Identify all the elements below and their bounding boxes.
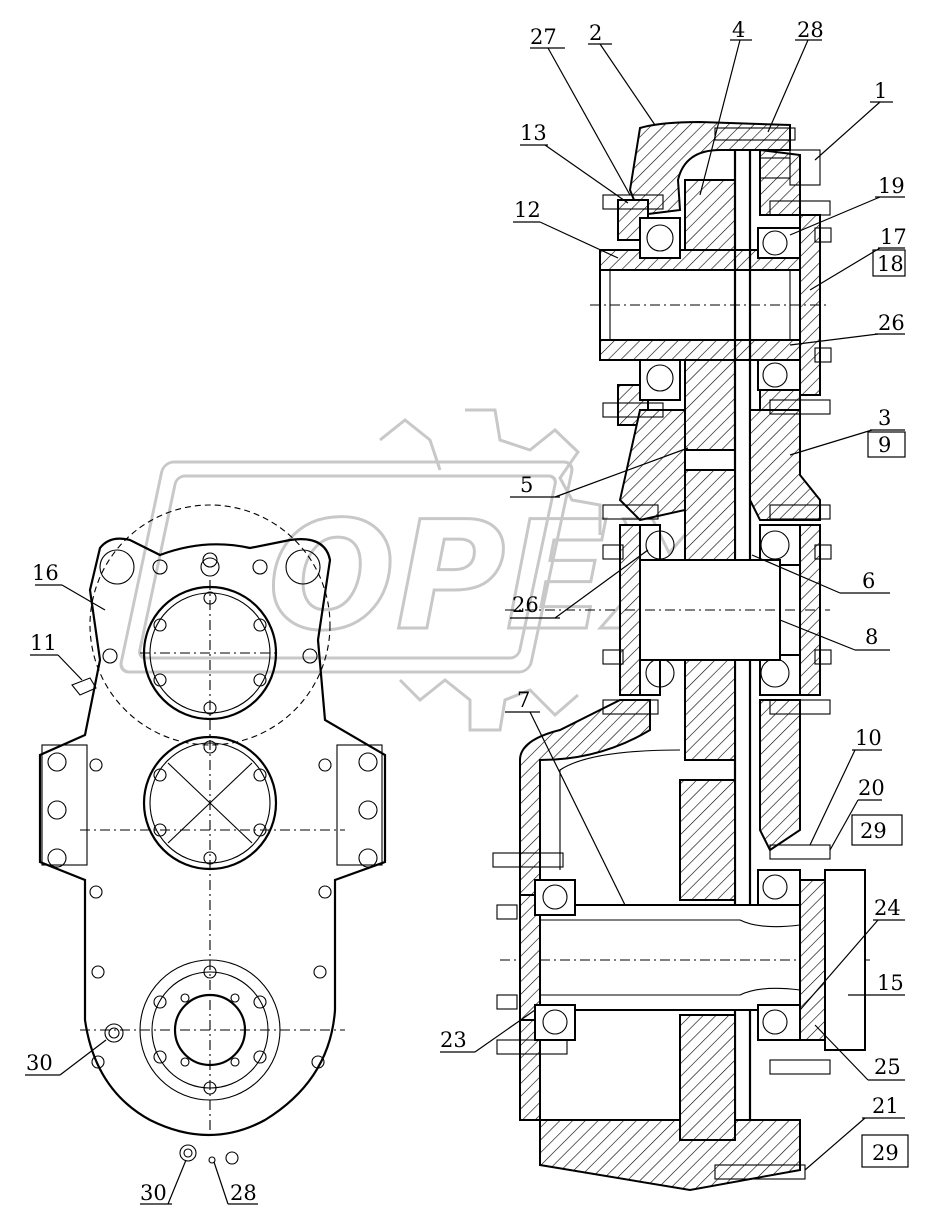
- callout-30-left: 30: [26, 1051, 53, 1075]
- callout-4: 4: [732, 18, 745, 42]
- callout-19: 19: [878, 174, 905, 198]
- callout-21: 21: [872, 1094, 899, 1118]
- callout-17: 17: [880, 225, 907, 249]
- callout-20: 20: [858, 776, 885, 800]
- callout-8: 8: [865, 625, 878, 649]
- callout-3: 3: [878, 406, 891, 430]
- callout-10: 10: [855, 726, 882, 750]
- callout-25: 25: [874, 1055, 901, 1079]
- callout-2: 2: [589, 21, 602, 45]
- section-view: [492, 120, 870, 1192]
- leader-lines: [25, 39, 909, 1205]
- callout-29-upper: 29: [860, 819, 887, 843]
- callout-13: 13: [520, 121, 547, 145]
- callout-24: 24: [874, 896, 901, 920]
- callout-23: 23: [440, 1028, 467, 1052]
- callout-26-mid: 26: [512, 593, 539, 617]
- callout-27: 27: [530, 25, 557, 49]
- callout-16: 16: [32, 561, 59, 585]
- callout-12: 12: [514, 198, 541, 222]
- callout-5: 5: [520, 473, 533, 497]
- callout-28-bottom: 28: [230, 1181, 257, 1205]
- callout-30-bottom: 30: [140, 1181, 167, 1205]
- callout-26-top: 26: [878, 311, 905, 335]
- callout-labels: 27 2 4 28 1 13 12 19 17 18 26 3 9 5 6 26…: [26, 18, 907, 1205]
- callout-9: 9: [878, 433, 891, 457]
- callout-1: 1: [874, 79, 887, 103]
- callout-11: 11: [30, 631, 57, 655]
- callout-7: 7: [517, 688, 530, 712]
- callout-18: 18: [877, 252, 904, 276]
- callout-6: 6: [862, 569, 875, 593]
- callout-29-lower: 29: [872, 1141, 899, 1165]
- front-view: [38, 504, 387, 1165]
- bolt-group-left: [492, 194, 664, 1055]
- callout-28: 28: [797, 18, 824, 42]
- bolt-group-right: [714, 127, 832, 1180]
- callout-15: 15: [877, 971, 904, 995]
